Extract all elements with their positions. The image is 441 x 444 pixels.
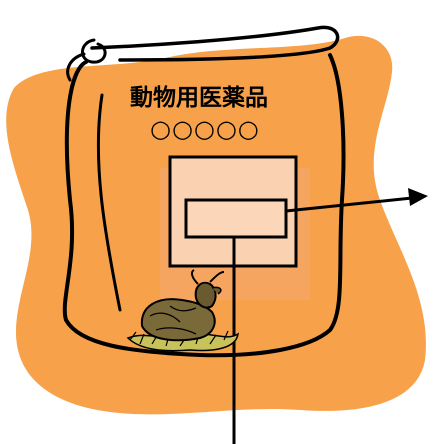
bag-title: 動物用医薬品 <box>130 84 268 111</box>
inner-label <box>184 198 288 239</box>
cow-lying-on-grass-icon <box>126 269 239 352</box>
arrow-right-icon <box>285 188 428 213</box>
medicine-bag <box>62 25 346 358</box>
bag-marks: ○○○○○ <box>150 115 260 143</box>
